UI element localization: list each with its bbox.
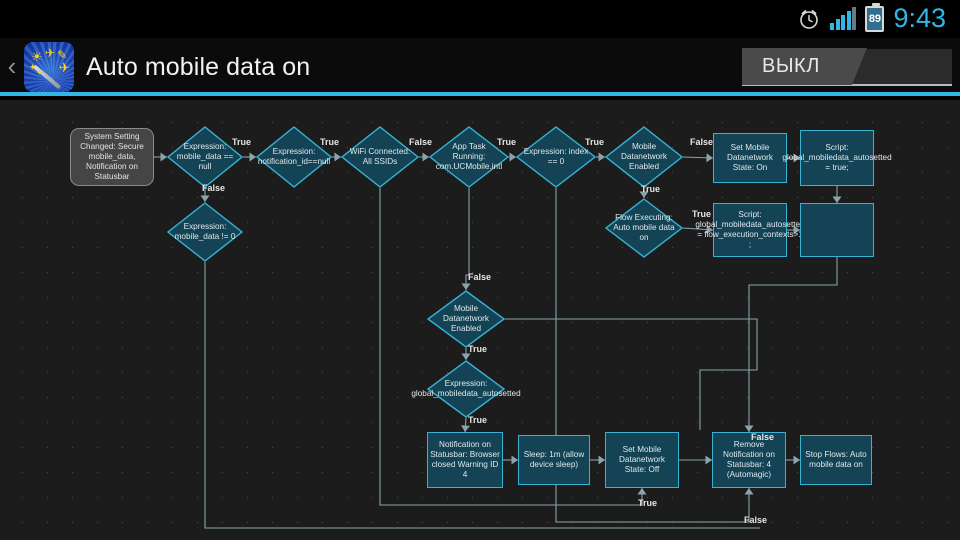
flow-node-label: Script: global_mobiledata_autosetted = f… bbox=[695, 210, 804, 250]
flow-node-label: Set Mobile Datanetwork State: Off bbox=[608, 445, 676, 475]
back-icon[interactable]: ‹ bbox=[0, 53, 24, 82]
edge-label: False bbox=[468, 272, 491, 282]
flow-node-mobile_en_mid[interactable]: Mobile Datanetwork Enabled bbox=[427, 290, 505, 348]
edge-label: False bbox=[409, 137, 432, 147]
flow-node-label: Expression: mobile_data != 0 bbox=[169, 222, 241, 242]
flow-node-set_off[interactable]: Set Mobile Datanetwork State: Off bbox=[605, 432, 679, 488]
flow-node-label: Expression: global_mobiledata_autosetted bbox=[407, 379, 524, 399]
toggle-knob[interactable]: ВЫКЛ bbox=[742, 48, 867, 85]
flow-node-label: Script: global_mobiledata_autosetted = t… bbox=[782, 143, 891, 173]
flow-node-label: System Setting Changed: Secure mobile_da… bbox=[73, 132, 151, 182]
status-bar: 89 9:43 bbox=[0, 0, 960, 38]
edge-label: False bbox=[744, 515, 767, 525]
flow-node-expr_index[interactable]: Expression: index == 0 bbox=[516, 126, 596, 188]
edge-label: True bbox=[692, 209, 711, 219]
edge-label: True bbox=[468, 344, 487, 354]
flow-node-expr_null[interactable]: Expression: mobile_data == null bbox=[167, 126, 243, 188]
flow-node-label: App Task Running: com.UCMobile.intl bbox=[431, 142, 507, 172]
flow-node-wifi[interactable]: WiFi Connected: All SSIDs bbox=[341, 126, 419, 188]
flow-node-apptask[interactable]: App Task Running: com.UCMobile.intl bbox=[429, 126, 509, 188]
battery-level: 89 bbox=[869, 14, 881, 25]
flow-node-label: Sleep: 1m (allow device sleep) bbox=[521, 450, 587, 470]
flow-node-label: WiFi Connected: All SSIDs bbox=[343, 147, 417, 167]
flow-node-label: Mobile Datanetwork Enabled bbox=[607, 142, 681, 172]
clock-time: 9:43 bbox=[893, 5, 946, 34]
page-title: Auto mobile data on bbox=[86, 53, 310, 82]
flow-node-label: Set Mobile Datanetwork State: On bbox=[716, 143, 784, 173]
edge-label: True bbox=[585, 137, 604, 147]
flow-node-label: Expression: index == 0 bbox=[518, 147, 594, 167]
flow-node-label: Expression: notification_id==null bbox=[254, 147, 334, 167]
automagic-app-icon: ☀ ✈ ✎ ✈ ✦ ✦ bbox=[24, 42, 74, 92]
toggle-label: ВЫКЛ bbox=[762, 55, 820, 78]
flow-node-mobile_en_top[interactable]: Mobile Datanetwork Enabled bbox=[605, 126, 683, 188]
edge-label: True bbox=[320, 137, 339, 147]
flow-node-label: Notification on Statusbar: Browser close… bbox=[430, 440, 500, 480]
edge-label: True bbox=[468, 415, 487, 425]
flow-node-label: Expression: mobile_data == null bbox=[169, 142, 241, 172]
flow-node-flow_exec[interactable]: Flow Executing: Auto mobile data on bbox=[605, 198, 683, 258]
battery-icon: 89 bbox=[865, 6, 884, 32]
flow-node-empty_box[interactable] bbox=[800, 203, 874, 257]
flow-node-remove_notif[interactable]: Remove Notification on Statusbar: 4 (Aut… bbox=[712, 432, 786, 488]
icon-star: ✈ bbox=[45, 47, 55, 59]
edge-label: True bbox=[641, 184, 660, 194]
alarm-clock-icon bbox=[797, 7, 821, 31]
flow-node-expr_notif[interactable]: Expression: notification_id==null bbox=[256, 126, 332, 188]
flow-node-notif_browser[interactable]: Notification on Statusbar: Browser close… bbox=[427, 432, 503, 488]
edge-label: False bbox=[202, 183, 225, 193]
flow-node-script_ctx[interactable]: Script: global_mobiledata_autosetted = f… bbox=[713, 203, 787, 257]
signal-bars-icon bbox=[830, 8, 856, 30]
flow-node-set_on[interactable]: Set Mobile Datanetwork State: On bbox=[713, 133, 787, 183]
flow-node-label: Remove Notification on Statusbar: 4 (Aut… bbox=[715, 440, 783, 480]
edge-label: False bbox=[690, 137, 713, 147]
edge-label: True bbox=[638, 498, 657, 508]
icon-star: ✦ bbox=[36, 69, 43, 77]
flow-node-trigger[interactable]: System Setting Changed: Secure mobile_da… bbox=[70, 128, 154, 186]
edge-label: False bbox=[751, 432, 774, 442]
flow-node-label: Stop Flows: Auto mobile data on bbox=[803, 450, 869, 470]
flow-node-stop_flows[interactable]: Stop Flows: Auto mobile data on bbox=[800, 435, 872, 485]
title-bar: ‹ ☀ ✈ ✎ ✈ ✦ ✦ Auto mobile data on ВЫКЛ bbox=[0, 38, 960, 96]
icon-star: ✈ bbox=[59, 61, 70, 74]
flow-enable-toggle[interactable]: ВЫКЛ bbox=[742, 49, 952, 86]
flow-node-sleep[interactable]: Sleep: 1m (allow device sleep) bbox=[518, 435, 590, 485]
flow-node-expr_autoset[interactable]: Expression: global_mobiledata_autosetted bbox=[427, 360, 505, 418]
flow-node-label: Flow Executing: Auto mobile data on bbox=[607, 213, 681, 243]
flow-node-expr_mobile_ne[interactable]: Expression: mobile_data != 0 bbox=[167, 202, 243, 262]
flow-canvas[interactable]: System Setting Changed: Secure mobile_da… bbox=[0, 100, 960, 540]
flow-node-script_true[interactable]: Script: global_mobiledata_autosetted = t… bbox=[800, 130, 874, 186]
flow-node-label: Mobile Datanetwork Enabled bbox=[429, 304, 503, 334]
